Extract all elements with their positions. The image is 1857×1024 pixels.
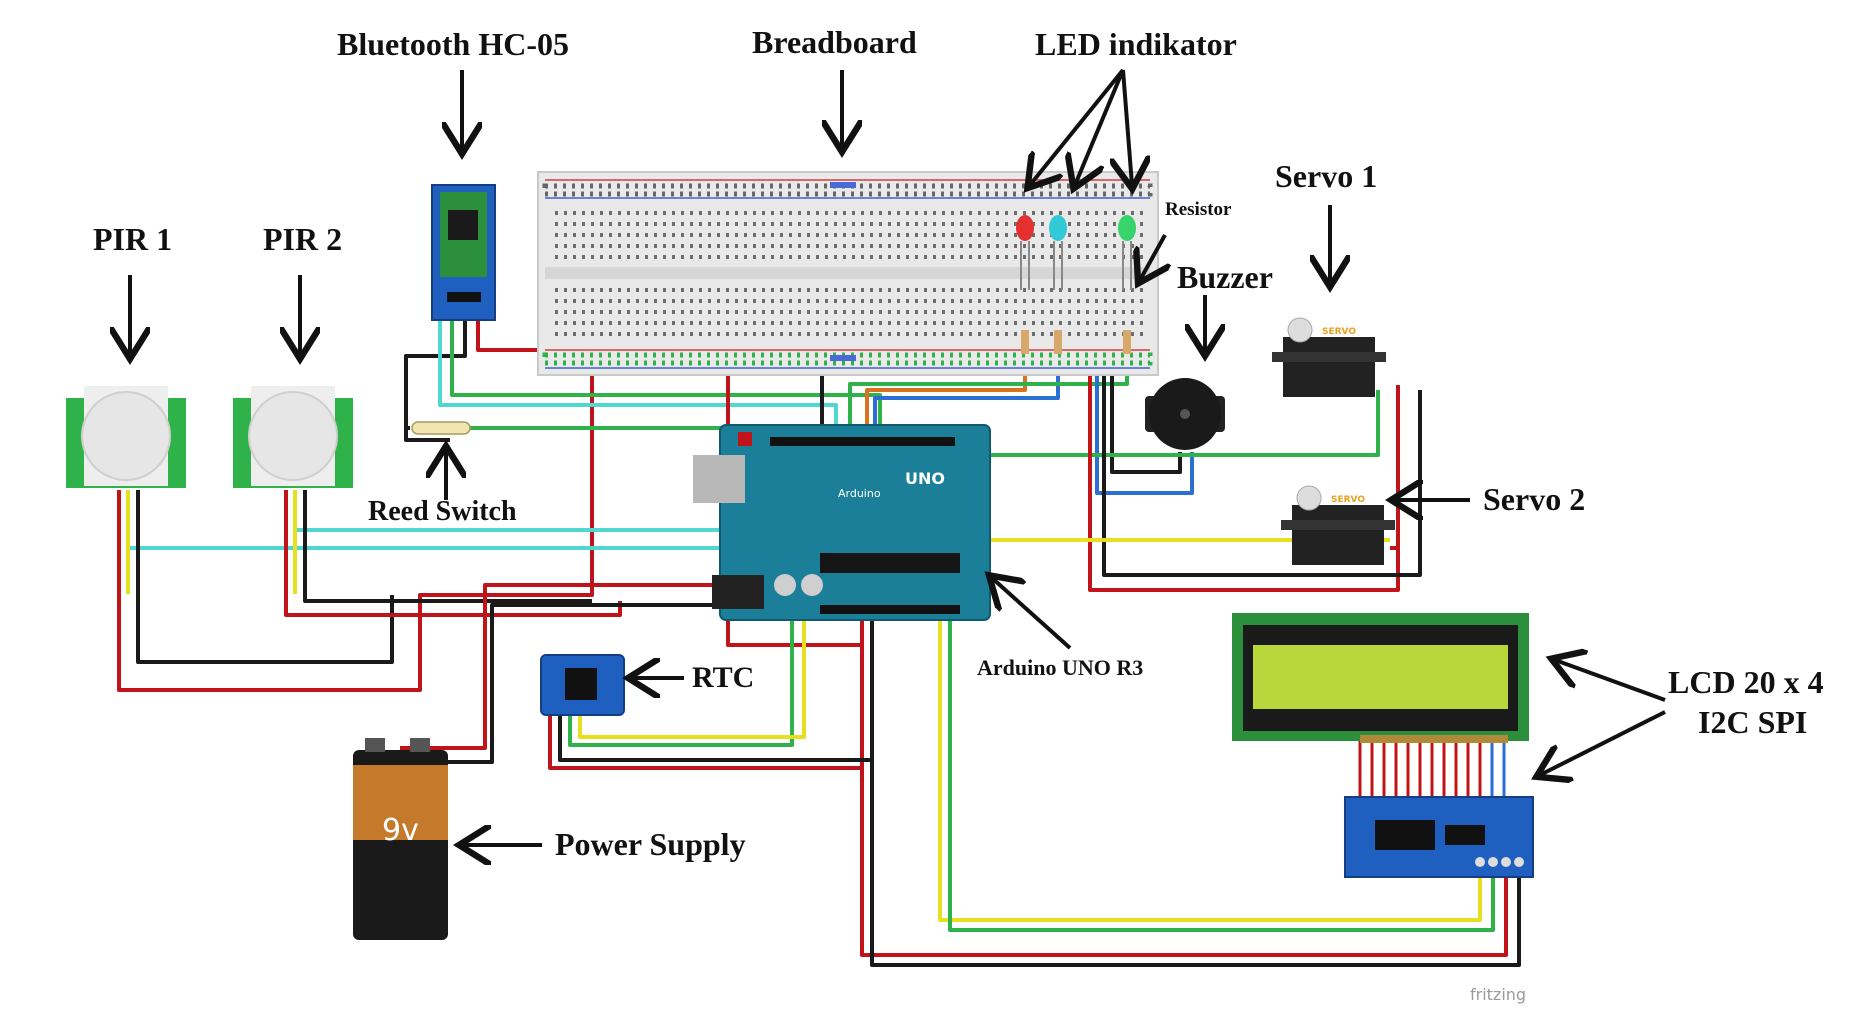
labels: Bluetooth HC-05 Breadboard LED indikator… [93,24,1824,1004]
uno-logo: UNO [905,469,945,488]
label-breadboard: Breadboard [752,24,917,60]
i2c-backpack [1344,796,1534,878]
servo2-tag: SERVO [1331,495,1365,505]
wire-pir2-red [284,594,622,617]
led-red [1016,215,1034,290]
label-lcd-line1: LCD 20 x 4 [1668,664,1824,700]
wire-pir1-black [136,594,394,664]
servo-1: SERVO [1272,317,1386,397]
fritzing-watermark: fritzing [1470,985,1526,1004]
breadboard-marker [830,182,856,188]
wire-lcd-yellow [938,605,1482,922]
led-indicators [1016,215,1136,354]
lcd-module [1232,613,1529,743]
label-servo1: Servo 1 [1275,158,1377,194]
wire-battery-black [435,603,715,764]
wire-rtc-black [558,605,874,762]
arrow-led-1 [1030,68,1125,185]
battery-voltage: 9v [382,813,419,848]
led-green [1118,215,1136,290]
wire-lcd-green [948,605,1495,932]
label-resistor: Resistor [1165,199,1232,220]
wire-bt-black [404,320,467,442]
servo1-tag: SERVO [1322,327,1356,337]
wire-pir2-black [303,594,592,603]
label-lcd-line2: I2C SPI [1698,704,1807,740]
arduino-brand: Arduino [838,487,881,500]
arrow-arduino [992,578,1072,650]
reed-switch [411,421,471,435]
pir-sensor-1 [66,386,186,594]
label-servo2: Servo 2 [1483,481,1585,517]
wire-bt-green [450,320,882,437]
wire-led-blue [873,360,1060,437]
wire-servo1-green [957,390,1380,457]
breadboard [537,171,1159,376]
bluetooth-module [431,184,496,321]
rtc-module [540,654,625,716]
arrow-led-3 [1123,69,1132,185]
wire-bt-cyan [438,320,838,437]
pir-sensor-2 [233,386,353,594]
label-arduino: Arduino UNO R3 [977,655,1143,680]
arrows [130,68,1666,845]
label-led: LED indikator [1035,26,1237,62]
arrow-lcd-2 [1540,710,1666,775]
wire-pir1-red [117,351,594,692]
arduino-board: Arduino UNO [693,424,991,621]
arrow-led-2 [1075,69,1125,185]
battery: 9v [353,738,448,940]
label-bluetooth: Bluetooth HC-05 [337,26,569,62]
servo-2: SERVO [1281,485,1395,565]
buzzer [1145,378,1225,450]
label-pir1: PIR 1 [93,221,172,257]
label-power: Power Supply [555,826,746,862]
label-pir2: PIR 2 [263,221,342,257]
label-rtc: RTC [692,661,754,694]
arrow-lcd-1 [1555,660,1666,702]
arrow-resistor [1140,234,1165,280]
wire-rtc-red [548,605,864,770]
wire-battery-red [400,583,715,750]
led-cyan [1049,215,1067,290]
wire-lcd-black [870,760,1521,967]
lcd-ribbon-wires [1358,740,1506,800]
wire-buzzer-black [1110,352,1182,474]
label-buzzer: Buzzer [1177,259,1273,295]
label-reed: Reed Switch [368,496,517,527]
wire-lcd-red [860,768,1508,957]
wire-buzzer-blue [1095,352,1194,495]
resistors [1021,330,1131,354]
breadboard-marker [830,355,856,361]
